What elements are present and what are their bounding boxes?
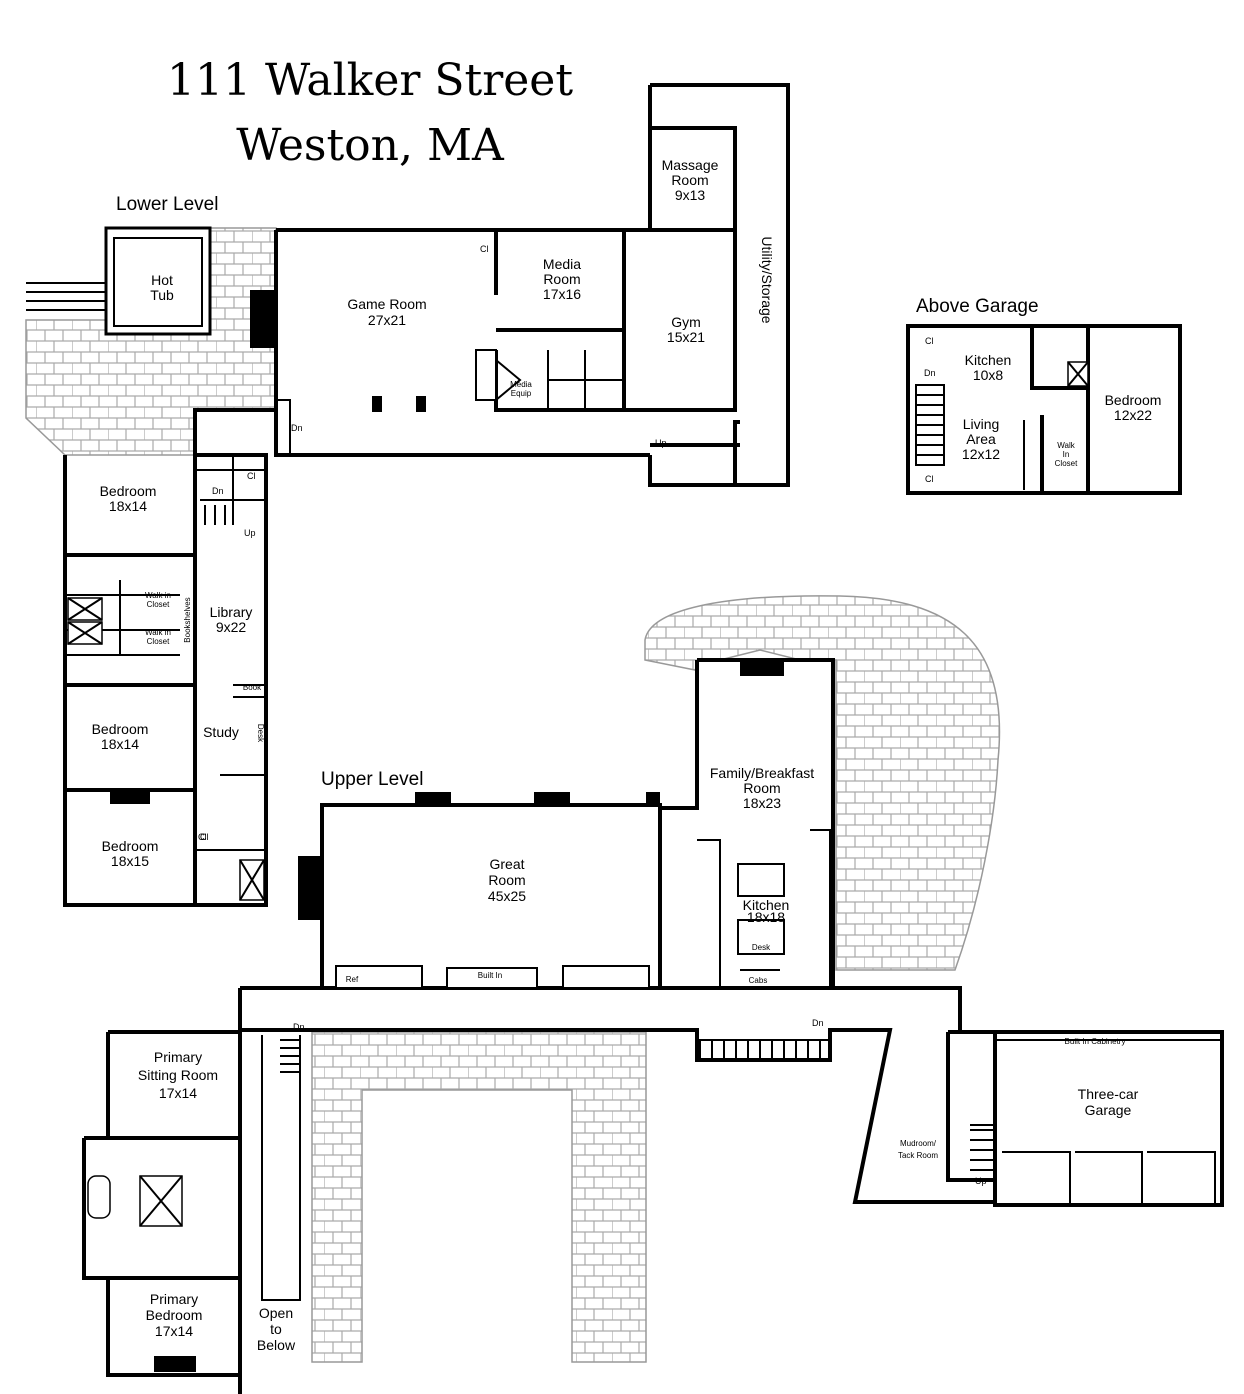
primary-sitting-label-1: Primary <box>154 1049 202 1065</box>
primary-bedroom-label-1: Primary <box>150 1291 198 1307</box>
built-in-label: Built In <box>478 971 502 980</box>
bedroom-3-size: 18x15 <box>111 853 149 869</box>
fireplace-bedroom-3 <box>110 790 150 804</box>
bedroom-1-label: Bedroom <box>100 483 157 499</box>
media-room-label-2: Room <box>543 271 580 287</box>
lower-level-heading: Lower Level <box>116 194 218 215</box>
upper-level-heading: Upper Level <box>321 769 423 790</box>
garage-label-1: Three-car <box>1078 1086 1139 1102</box>
kitchen-size: 18x18 <box>747 909 785 925</box>
lower-dn-label: Dn <box>212 486 224 496</box>
bedroom-3-closet-label: Cl <box>200 832 209 842</box>
library-label: Library <box>210 604 253 620</box>
gym-size: 15x21 <box>667 329 705 345</box>
massage-room-label-1: Massage <box>662 157 719 173</box>
bedroom-1-size: 18x14 <box>109 498 147 514</box>
family-room-label-1: Family/Breakfast <box>710 765 814 781</box>
massage-room-size: 9x13 <box>675 187 706 203</box>
upper-cl-label: Cl <box>198 832 207 842</box>
library-size: 9x22 <box>216 619 247 635</box>
utility-storage-label: Utility/Storage <box>759 236 775 323</box>
fireplace-primary <box>154 1356 196 1372</box>
game-closet-label: Cl <box>480 244 489 254</box>
ag-living-size: 12x12 <box>962 446 1000 462</box>
open-below-label-1: Open <box>259 1305 293 1321</box>
mudroom-label-1: Mudroom/ <box>900 1139 937 1148</box>
gym-label: Gym <box>671 314 701 330</box>
mudroom-up-label: Up <box>975 1176 987 1186</box>
game-dn-label: Dn <box>291 423 303 433</box>
primary-sitting-size: 17x14 <box>159 1085 197 1101</box>
front-walkway <box>311 1031 647 1363</box>
utility-up-label: Up <box>655 438 667 448</box>
media-room-size: 17x16 <box>543 286 581 302</box>
bedroom-2-label: Bedroom <box>92 721 149 737</box>
upper-dn-label-1: Dn <box>293 1022 305 1032</box>
ag-bedroom-label: Bedroom <box>1105 392 1162 408</box>
lower-level-plan <box>25 83 790 907</box>
great-room-label-1: Great <box>489 856 524 872</box>
upper-terrace <box>644 595 1001 971</box>
media-room-label-1: Media <box>543 256 581 272</box>
ag-kitchen-size: 10x8 <box>973 367 1004 383</box>
ag-closet-cl-1: Cl <box>925 336 934 346</box>
bedroom-2-size: 18x14 <box>101 736 139 752</box>
game-room-size: 27x21 <box>368 312 406 328</box>
bookshelves-label: Bookshelves <box>183 597 192 642</box>
ag-closet-label-3: Closet <box>1055 459 1078 468</box>
lower-up-label: Up <box>244 528 256 538</box>
walk-in-closet-1-label-1: Walk in <box>145 591 171 600</box>
ag-closet-cl-2: Cl <box>925 474 934 484</box>
hot-tub-label-1: Hot <box>151 272 173 288</box>
family-room-label-2: Room <box>743 780 780 796</box>
library-closet-label: Cl <box>247 471 256 481</box>
ag-closet-label-1: Walk <box>1057 441 1075 450</box>
ag-living-label-1: Living <box>963 416 1000 432</box>
ag-dn-label: Dn <box>924 368 936 378</box>
great-room-size: 45x25 <box>488 888 526 904</box>
above-garage-heading: Above Garage <box>916 296 1039 317</box>
fireplace-great-room <box>298 856 322 920</box>
cabs-label: Cabs <box>749 976 768 985</box>
ag-living-label-2: Area <box>966 431 996 447</box>
fireplace-family-room <box>740 660 784 676</box>
ag-bedroom-size: 12x22 <box>1114 407 1152 423</box>
media-equip-label-1: Media <box>510 380 532 389</box>
upper-level-plan <box>82 595 1224 1394</box>
book-label: Book <box>243 683 262 692</box>
ag-kitchen-label: Kitchen <box>965 352 1012 368</box>
walk-in-closet-2-label-2: Closet <box>147 637 170 646</box>
primary-bedroom-label-2: Bedroom <box>146 1307 203 1323</box>
mudroom-label-2: Tack Room <box>898 1151 938 1160</box>
primary-sitting-label-2: Sitting Room <box>138 1067 218 1083</box>
title-line-1: 111 Walker Street <box>167 55 573 106</box>
study-label: Study <box>203 724 239 740</box>
primary-bedroom-size: 17x14 <box>155 1323 193 1339</box>
above-garage-plan <box>906 324 1182 495</box>
media-equip-label-2: Equip <box>511 389 532 398</box>
massage-room-label-2: Room <box>671 172 708 188</box>
ag-closet-label-2: In <box>1063 450 1070 459</box>
hot-tub-label-2: Tub <box>150 287 174 303</box>
family-room-size: 18x23 <box>743 795 781 811</box>
walk-in-closet-1-label-2: Closet <box>147 600 170 609</box>
open-below-label-2: to <box>270 1321 282 1337</box>
ref-label: Ref <box>346 975 359 984</box>
built-in-cabinetry-label: Built In Cabinetry <box>1065 1037 1126 1046</box>
kitchen-label: Kitchen <box>743 897 790 913</box>
walk-in-closet-2-label-1: Walk in <box>145 628 171 637</box>
study-desk-label: Desk <box>256 724 265 743</box>
great-room-label-2: Room <box>488 872 525 888</box>
game-room-label: Game Room <box>347 296 426 312</box>
bedroom-3-label: Bedroom <box>102 838 159 854</box>
kitchen-desk-label: Desk <box>752 943 771 952</box>
upper-dn-label-2: Dn <box>812 1018 824 1028</box>
title-line-2: Weston, MA <box>236 120 505 171</box>
open-below-label-3: Below <box>257 1337 296 1353</box>
fireplace-game-room <box>250 290 276 348</box>
garage-label-2: Garage <box>1085 1102 1132 1118</box>
